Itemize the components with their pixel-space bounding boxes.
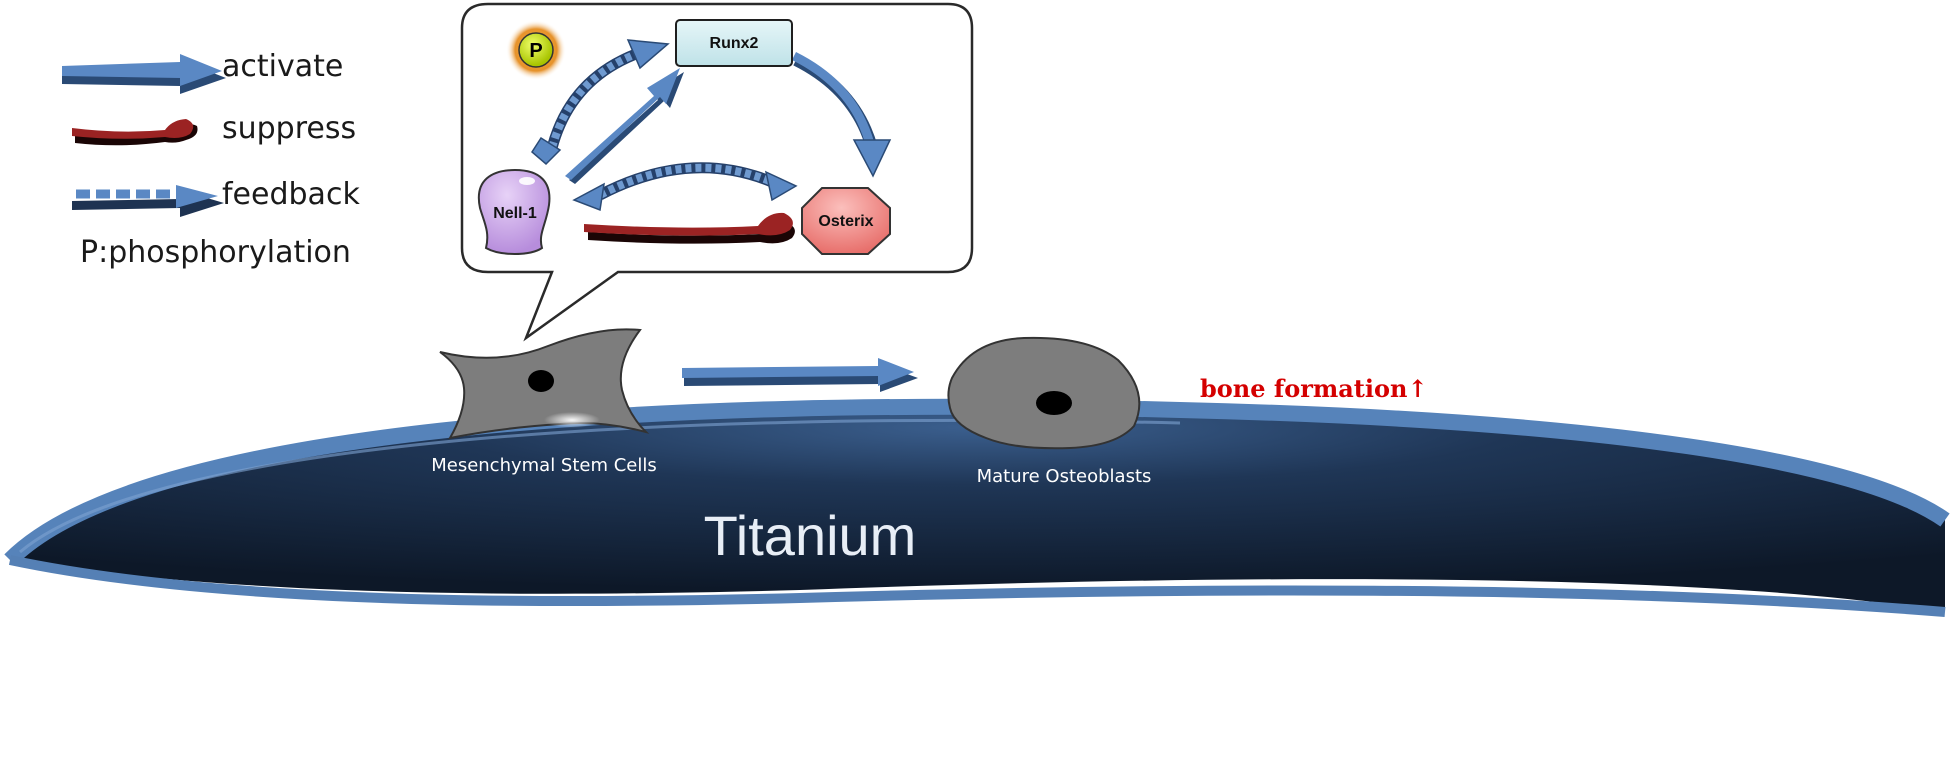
activate-arrow-nell1-to-runx2 <box>565 68 684 184</box>
suppress-arrow-osterix-to-nell1 <box>584 212 795 244</box>
legend-feedback-arrow-icon <box>72 185 224 217</box>
legend-phosphorylation-note: P:phosphorylation <box>80 235 351 270</box>
runx2-node: Runx2 <box>675 19 793 67</box>
osterix-label: Osterix <box>818 213 873 230</box>
legend-feedback-label: feedback <box>222 177 360 212</box>
titanium-label: Titanium <box>704 504 917 567</box>
mature-osteoblasts-label: Mature Osteoblasts <box>977 466 1152 487</box>
bone-formation-label: bone formation↑ <box>1200 374 1428 403</box>
mesenchymal-stem-cell <box>439 328 650 440</box>
legend-activate-label: activate <box>222 49 343 84</box>
differentiation-arrow-icon <box>682 358 918 392</box>
mesenchymal-stem-cells-label: Mesenchymal Stem Cells <box>431 455 657 476</box>
nell1-node: Nell-1 <box>477 168 551 255</box>
legend-activate-arrow-icon <box>62 54 226 94</box>
osterix-node: Osterix <box>801 187 891 255</box>
runx2-label: Runx2 <box>710 35 759 52</box>
activate-arrow-runx2-to-osterix <box>791 51 892 178</box>
feedback-arrow-osterix-to-nell1 <box>572 162 798 212</box>
nell1-label: Nell-1 <box>493 205 537 222</box>
feedback-arrow-nell1-to-runx2 <box>531 39 670 166</box>
legend-suppress-arrow-icon <box>72 119 198 146</box>
phosphorylation-badge-icon: P <box>506 20 566 80</box>
titanium-substrate <box>4 398 1950 617</box>
legend: activate suppress feedback P:phosphoryla… <box>62 49 360 270</box>
mature-osteoblast-cell <box>947 336 1141 450</box>
legend-suppress-label: suppress <box>222 111 356 146</box>
phosphorylation-badge-label: P <box>529 40 542 62</box>
